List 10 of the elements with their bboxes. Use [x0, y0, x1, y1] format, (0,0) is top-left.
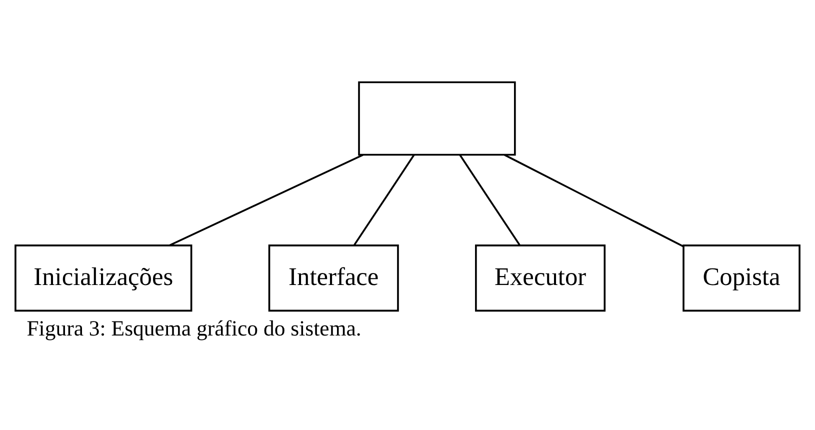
node-box — [358, 80, 516, 156]
connector — [504, 154, 684, 247]
connector — [354, 154, 415, 245]
caption: Figura 3: Esquema gráfico do sistema. — [26, 316, 362, 340]
node-box: Copista — [682, 244, 800, 312]
connector — [169, 154, 364, 246]
node-box: Inicializações — [14, 244, 192, 312]
node-box: Interface — [268, 244, 399, 312]
node-box: Executor — [475, 244, 606, 312]
connector — [459, 154, 520, 245]
